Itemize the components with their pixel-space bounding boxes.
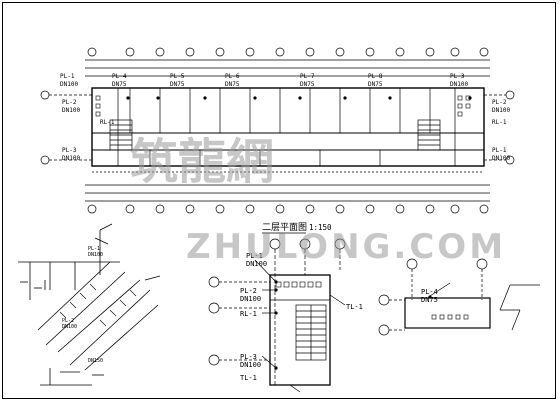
label-dn75-right: DN75 xyxy=(421,296,438,304)
label-rl1-right: RL-1 xyxy=(492,119,507,126)
label-dn100-left: DN100 xyxy=(62,107,80,114)
enlarged-toilet-plan xyxy=(208,238,346,393)
small-plan-labels: PL-4 DN75 xyxy=(421,288,438,304)
label-dn100-axo: DN100 xyxy=(88,252,103,258)
pipe-axonometric xyxy=(18,223,161,386)
label-pl2-mid: PL-2 xyxy=(240,287,257,295)
label-pl4-right: PL-4 xyxy=(421,288,438,296)
label-dn100-top2: DN100 xyxy=(450,81,468,88)
label-rl1-left: RL-1 xyxy=(100,119,115,126)
main-plan-labels: PL-1 DN100 PL-4 DN75 PL-5 DN75 PL-6 DN75… xyxy=(60,73,510,162)
label-pl4: PL-4 xyxy=(112,73,127,80)
label-pl1-top: PL-1 xyxy=(60,73,75,80)
label-pl3-left: PL-3 xyxy=(62,147,77,154)
label-pl1-mid: PL-1 xyxy=(246,252,263,260)
label-tl1-right: TL-1 xyxy=(346,303,363,311)
label-rl1-mid: RL-1 xyxy=(240,310,257,318)
label-dn100-right2: DN100 xyxy=(492,155,510,162)
label-dn75-e: DN75 xyxy=(368,81,383,88)
label-dn75-d: DN75 xyxy=(300,81,315,88)
label-pl1-right: PL-1 xyxy=(492,147,507,154)
label-dn100-right: DN100 xyxy=(492,107,510,114)
watermark-cn: 筑龍網 xyxy=(130,134,274,190)
drawing-title-block: 二层平面图 1:150 xyxy=(262,222,332,234)
label-pl2-right: PL-2 xyxy=(492,99,507,106)
label-pl1-axo: PL-1 xyxy=(88,246,100,252)
label-tl1-mid: TL-1 xyxy=(240,374,257,382)
label-pl5: PL-5 xyxy=(170,73,185,80)
label-dn75-b: DN75 xyxy=(170,81,185,88)
label-dn100-top: DN100 xyxy=(60,81,78,88)
watermark: 筑龍網 ZHULONG.COM xyxy=(130,134,506,267)
label-pl2-axo: PL-2 xyxy=(62,318,74,324)
drawing-scale: 1:150 xyxy=(309,223,332,232)
label-pl2-left: PL-2 xyxy=(62,99,77,106)
label-dn150-axo: DN150 xyxy=(88,358,103,364)
label-dn100-mid2: DN100 xyxy=(240,295,261,303)
main-floor-plan xyxy=(40,47,515,214)
label-pl8: PL-8 xyxy=(368,73,383,80)
label-pl7: PL-7 xyxy=(300,73,315,80)
drawing-title: 二层平面图 xyxy=(262,222,307,233)
enlarged-plan-labels: PL-1 DN100 PL-2 DN100 RL-1 PL-3 DN100 TL… xyxy=(240,252,363,382)
label-dn100-mid3: DN100 xyxy=(240,361,261,369)
label-dn100-mid: DN100 xyxy=(246,260,267,268)
label-pl3-top: PL-3 xyxy=(450,73,465,80)
label-pl3-mid: PL-3 xyxy=(240,353,257,361)
drawing-border xyxy=(2,2,556,399)
watermark-en: ZHULONG.COM xyxy=(186,227,506,267)
label-dn100-axo2: DN100 xyxy=(62,324,77,330)
label-pl6: PL-6 xyxy=(225,73,240,80)
label-dn75-a: DN75 xyxy=(112,81,127,88)
label-dn100-left2: DN100 xyxy=(62,155,80,162)
label-dn75-c: DN75 xyxy=(225,81,240,88)
axonometric-labels: PL-1 DN100 PL-2 DN100 DN150 xyxy=(62,246,103,364)
small-right-plan xyxy=(378,258,540,336)
